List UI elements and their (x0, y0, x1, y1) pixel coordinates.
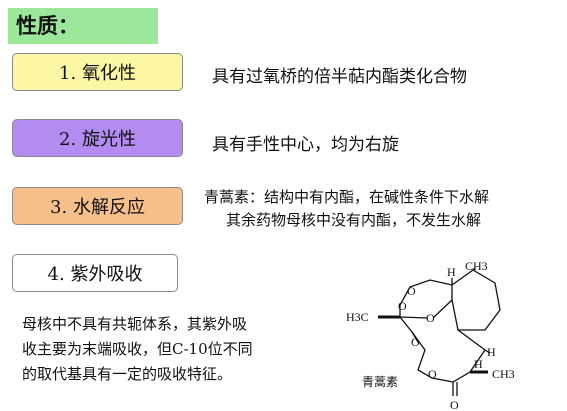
label-o1: O (407, 284, 416, 298)
property-uv-label: 4. 紫外吸收 (12, 254, 178, 292)
uv-text-line-2: 收主要为末端吸收，但C-10位不同 (22, 340, 253, 358)
property-oxidation-desc: 具有过氧桥的倍半萜内酯类化合物 (212, 67, 467, 87)
label-o5: O (428, 367, 437, 381)
label-ch3-right: CH3 (492, 367, 515, 381)
molecule-name: 青蒿素 (362, 375, 398, 389)
property-hydrolysis-desc-1: 青蒿素：结构中有内酯，在碱性条件下水解 (204, 188, 490, 206)
uv-text-line-3: 的取代基具有一定的吸收特征。 (22, 365, 233, 383)
property-hydrolysis-desc-2: 其余药物母核中没有内酯，不发生水解 (226, 211, 482, 229)
section-title: 性质： (8, 8, 158, 44)
label-ch3-top: CH3 (465, 259, 488, 273)
property-optical-desc: 具有手性中心，均为右旋 (212, 135, 399, 155)
label-h-bottom: H (474, 357, 483, 371)
property-optical-label: 2. 旋光性 (12, 119, 183, 157)
property-oxidation-label: 1. 氧化性 (12, 53, 183, 91)
label-h-right: H (487, 345, 496, 359)
label-carbonyl-o: O (450, 398, 459, 411)
label-o4: O (411, 335, 420, 349)
uv-text-line-1: 母核中不具有共轭体系，其紫外吸 (22, 315, 248, 333)
label-h3c-left: H3C (346, 310, 369, 324)
label-o3: O (426, 311, 435, 325)
property-hydrolysis-label: 3. 水解反应 (12, 187, 183, 225)
label-o2: O (398, 299, 407, 313)
label-h-top: H (447, 265, 456, 279)
